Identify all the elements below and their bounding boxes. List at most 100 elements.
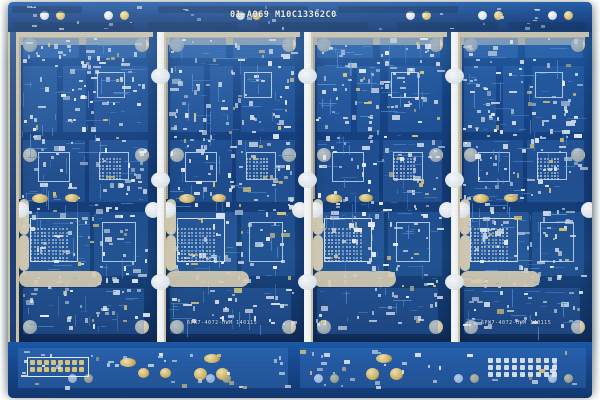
smd-pad xyxy=(408,101,410,103)
rail-gold-pad xyxy=(366,368,379,380)
smd-pad xyxy=(276,165,285,168)
smd-pad xyxy=(269,49,273,54)
smd-pad xyxy=(273,113,275,116)
smd-pad xyxy=(483,233,487,238)
smd-pad xyxy=(569,320,573,322)
smd-pad xyxy=(421,179,424,184)
pcb-board-4: 6PW7-4072-HWM 140115 xyxy=(457,32,592,342)
copper-trace xyxy=(175,206,191,207)
smd-pad xyxy=(194,90,197,95)
rail-smd-pad xyxy=(65,386,70,390)
copper-trace xyxy=(541,228,555,229)
copper-trace xyxy=(363,46,371,47)
smd-pad xyxy=(368,189,370,192)
smd-pad xyxy=(60,169,63,172)
smd-pad xyxy=(248,223,252,227)
smd-pad xyxy=(569,171,571,173)
smd-pad xyxy=(108,48,111,52)
copper-trace xyxy=(219,156,220,174)
copper-trace xyxy=(75,69,93,70)
silkscreen-mark xyxy=(81,311,88,312)
smd-pad xyxy=(501,224,503,226)
copper-trace xyxy=(530,268,540,269)
copper-trace xyxy=(258,210,265,211)
silkscreen-mark xyxy=(58,76,62,77)
copper-trace xyxy=(566,133,567,145)
rail-smd-pad xyxy=(96,357,99,361)
smd-pad xyxy=(241,231,243,234)
smd-pad xyxy=(22,195,24,198)
smd-pad xyxy=(559,146,566,148)
smd-pad xyxy=(433,188,436,190)
smd-pad xyxy=(510,40,513,44)
smd-pad xyxy=(204,145,207,150)
smd-pad xyxy=(238,140,242,145)
smd-pad xyxy=(356,240,358,245)
copper-trace xyxy=(330,103,337,104)
smd-pad xyxy=(121,63,130,66)
smd-pad xyxy=(530,144,534,148)
copper-trace xyxy=(216,201,217,211)
copper-trace xyxy=(465,290,474,291)
copper-trace xyxy=(100,142,101,156)
copper-trace xyxy=(89,54,90,73)
ic-outline xyxy=(478,152,510,182)
copper-trace xyxy=(507,195,508,214)
copper-trace xyxy=(239,312,240,327)
smd-pad xyxy=(494,129,497,132)
mouse-bite-tab xyxy=(445,172,464,188)
copper-trace xyxy=(65,252,73,253)
smd-pad xyxy=(355,101,357,105)
board-outline-top xyxy=(460,32,589,34)
silkscreen-mark xyxy=(110,112,116,113)
rail-smd-pad xyxy=(541,25,545,28)
tooling-pad-tin xyxy=(236,11,245,20)
smd-pad xyxy=(254,118,257,121)
rail-smd-pad xyxy=(529,376,532,380)
smd-pad xyxy=(123,254,126,257)
rail-smd-pad xyxy=(197,18,201,21)
smd-pad xyxy=(538,191,541,194)
rail-smd-pad xyxy=(324,384,326,386)
smd-pad xyxy=(126,193,128,195)
copper-trace xyxy=(474,94,475,108)
smd-pad xyxy=(538,180,543,184)
smd-pad xyxy=(371,225,374,230)
smd-pad xyxy=(48,286,51,289)
copper-trace xyxy=(411,164,421,165)
rail-smd-pad xyxy=(238,14,241,17)
smd-pad xyxy=(131,179,135,182)
smd-pad xyxy=(390,38,397,43)
smd-pad xyxy=(191,302,199,304)
smd-pad xyxy=(100,241,103,246)
smd-pad xyxy=(495,231,501,236)
copper-trace xyxy=(514,190,521,191)
connector-footprint-outline xyxy=(27,357,89,377)
copper-trace xyxy=(73,238,74,258)
smd-pad xyxy=(23,294,25,297)
smd-pad xyxy=(469,53,473,56)
smd-pad xyxy=(528,297,532,299)
copper-trace xyxy=(336,142,350,143)
smd-pad xyxy=(238,98,241,103)
smd-pad xyxy=(559,259,562,262)
silkscreen-mark xyxy=(139,199,143,200)
smd-pad xyxy=(201,152,204,155)
copper-trace xyxy=(530,315,531,320)
smd-pad xyxy=(122,86,131,89)
smd-pad xyxy=(235,210,243,215)
copper-trace xyxy=(30,134,31,141)
copper-trace xyxy=(54,265,72,266)
smd-pad xyxy=(566,121,575,126)
copper-trace xyxy=(242,106,261,107)
keepout-band xyxy=(313,37,443,39)
smd-pad xyxy=(125,229,128,231)
smd-pad xyxy=(555,248,559,252)
smd-pad xyxy=(291,71,294,75)
smd-pad xyxy=(345,121,349,124)
smd-pad xyxy=(41,46,43,49)
smd-pad xyxy=(354,216,356,218)
copper-trace xyxy=(349,145,350,155)
smd-pad xyxy=(93,91,96,93)
copper-trace xyxy=(545,292,565,293)
